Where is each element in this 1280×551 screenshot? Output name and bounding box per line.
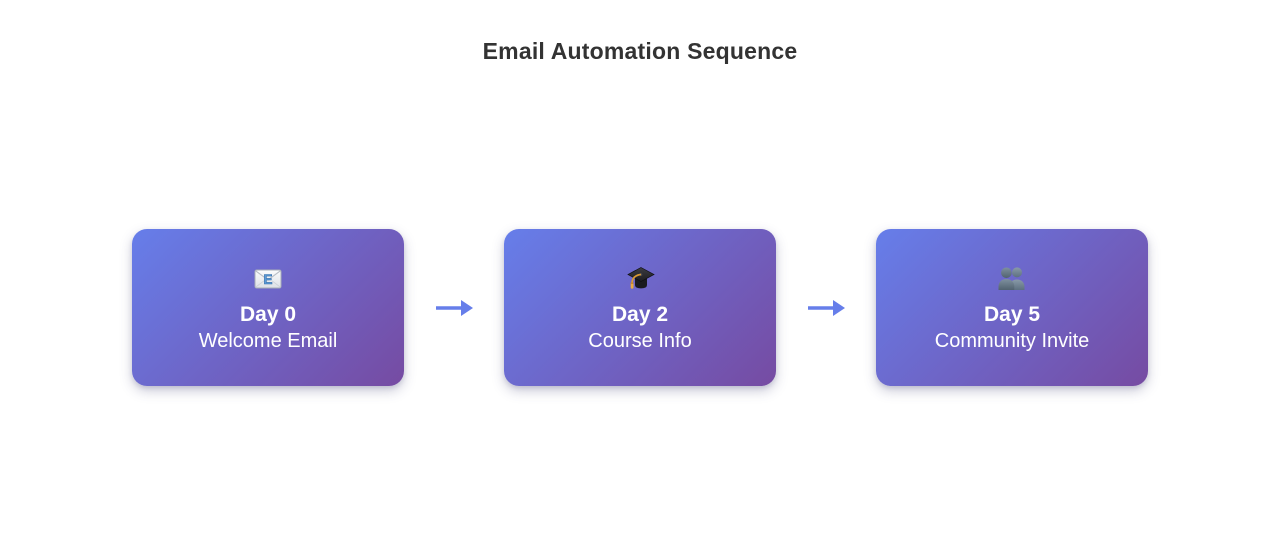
graduation-cap-icon <box>625 265 655 293</box>
step-card-day-0: E Day 0 Welcome Email <box>132 229 404 386</box>
step-day: Day 5 <box>983 302 1041 326</box>
step-card-day-5: Day 5 Community Invite <box>876 229 1148 386</box>
step-label: Community Invite <box>934 329 1090 352</box>
step-label: Course Info <box>588 329 692 352</box>
email-icon: E <box>254 265 282 293</box>
arrow-icon <box>776 229 876 386</box>
step-card-day-2: Day 2 Course Info <box>504 229 776 386</box>
step-label: Welcome Email <box>198 329 338 352</box>
flow-diagram: E Day 0 Welcome Email <box>132 229 1148 386</box>
people-icon <box>997 265 1027 293</box>
step-day: Day 2 <box>611 302 669 326</box>
page-title: Email Automation Sequence <box>482 38 798 64</box>
email-icon-letter: E <box>263 272 272 287</box>
step-day: Day 0 <box>239 302 297 326</box>
arrow-icon <box>404 229 504 386</box>
